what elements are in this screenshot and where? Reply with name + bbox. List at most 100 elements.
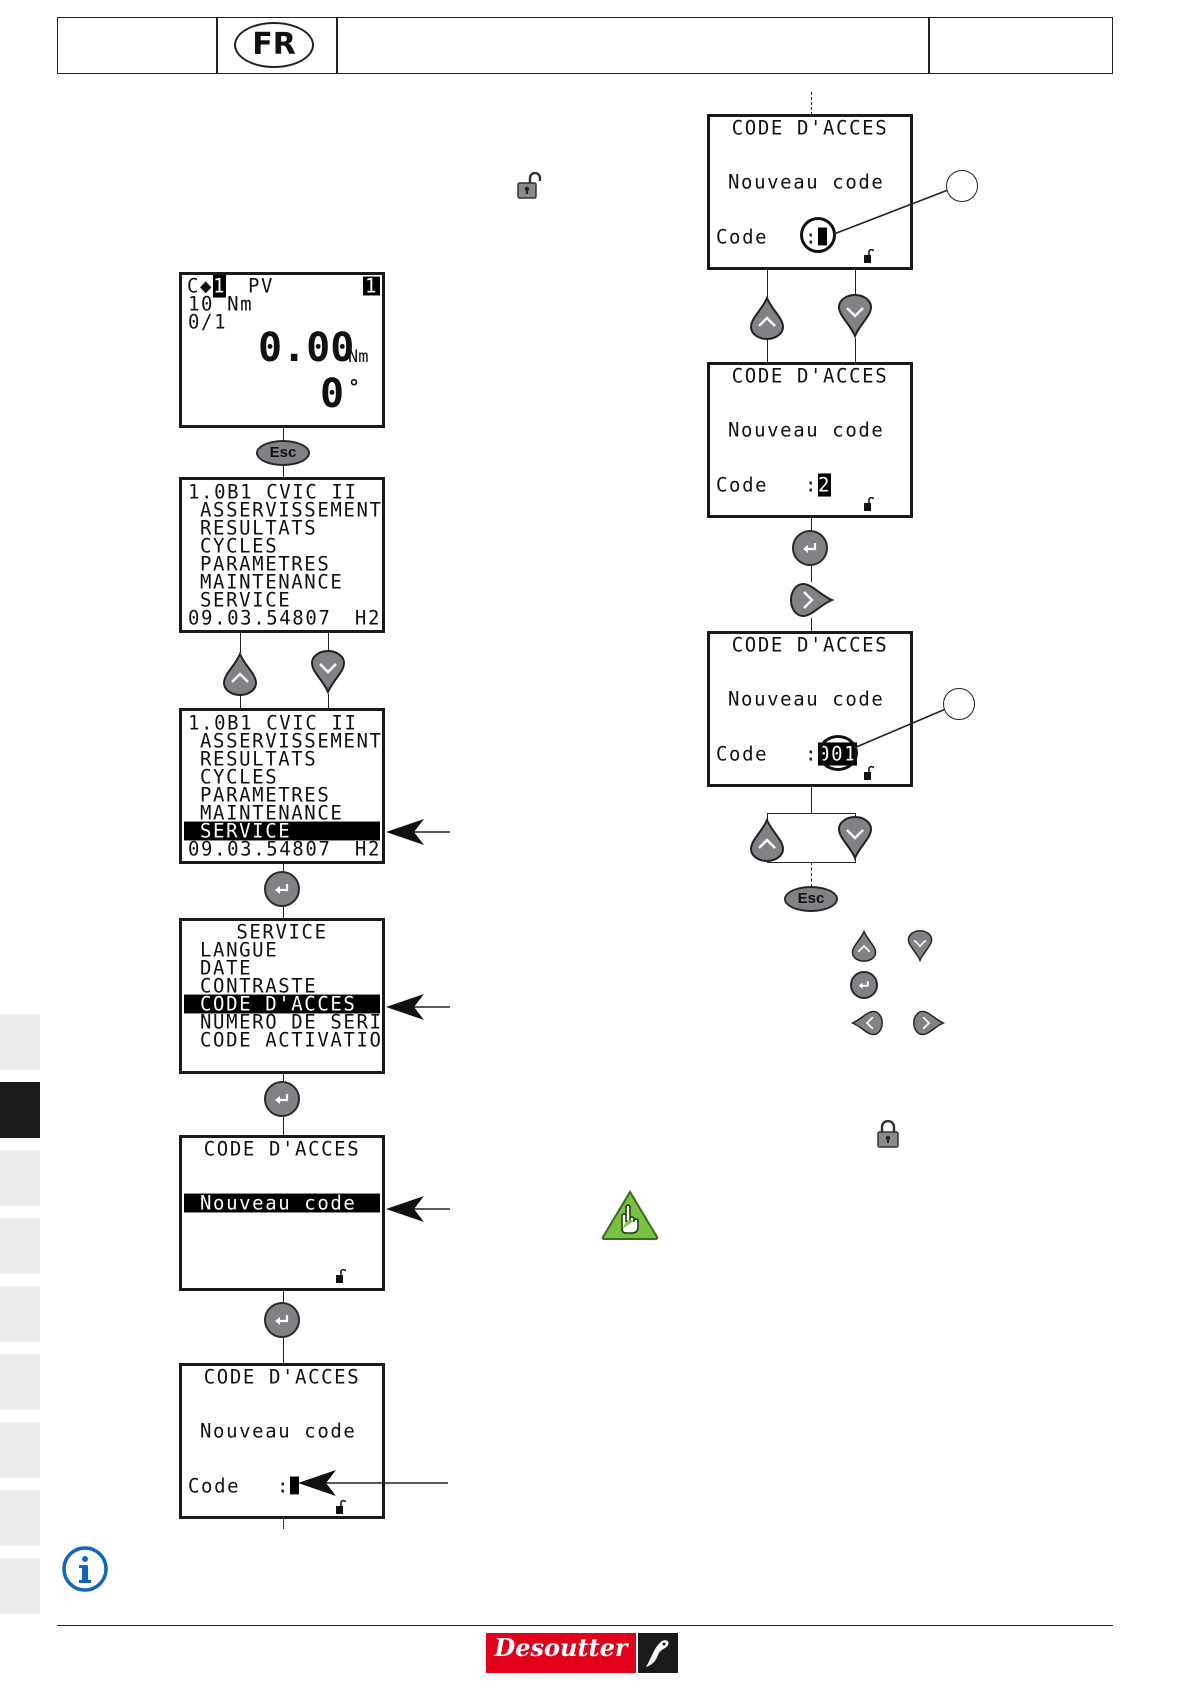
down-arrow-button[interactable]	[310, 650, 346, 694]
unlocked-padlock-icon	[336, 1268, 346, 1283]
angle-unit: °	[348, 375, 361, 399]
service-item-code-acces-selected: CODE D'ACCES	[184, 994, 380, 1014]
access-code-title: CODE D'ACCES	[203, 1137, 361, 1161]
down-arrow-button[interactable]	[837, 816, 873, 860]
sidebar-tab[interactable]	[0, 1490, 40, 1546]
connector	[283, 907, 284, 919]
connector-dashed	[811, 92, 812, 115]
info-icon	[62, 1546, 108, 1592]
menu-item-resultats: RESULTATS	[200, 747, 318, 771]
new-code-label: Nouveau code	[728, 170, 885, 194]
sidebar-tab-active[interactable]	[0, 1082, 40, 1138]
esc-button[interactable]: Esc	[256, 440, 310, 466]
menu-item-asservissement: ASSERVISSEMENT	[200, 498, 383, 522]
header-cell-3	[336, 17, 930, 74]
tip-hand-icon	[601, 1190, 659, 1240]
sidebar-tab[interactable]	[0, 1014, 40, 1070]
code-label: Code	[716, 742, 769, 766]
right-arrow-key-icon	[913, 1010, 945, 1036]
menu-header: 1.0B1 CVIC II	[188, 480, 358, 504]
code-colon: :	[805, 473, 819, 497]
program-number: 1	[213, 274, 227, 298]
display-main-screen: C◆1 PV 1 10 Nm 0/1 0.00 Nm 0 °	[179, 272, 385, 428]
main-menu-screen: 1.0B1 CVIC II ASSERVISSEMENT RESULTATS C…	[179, 477, 385, 633]
new-code-label: Nouveau code	[200, 1419, 357, 1443]
service-item-date: DATE	[200, 956, 253, 980]
code-colon: :	[277, 1474, 291, 1498]
code-entry-screen: CODE D'ACCES Nouveau code Code :	[179, 1363, 385, 1519]
up-arrow-button[interactable]	[749, 296, 785, 340]
menu-item-cycles: CYCLES	[200, 765, 279, 789]
highlight-ring	[818, 735, 858, 771]
code-entry-step2-screen: CODE D'ACCES Nouveau code Code :2	[707, 362, 913, 518]
cycle-count: 0/1	[188, 310, 228, 334]
code-label: Code	[188, 1474, 241, 1498]
spindle-number: 1	[362, 274, 380, 298]
sidebar-tab[interactable]	[0, 1286, 40, 1342]
access-code-title: CODE D'ACCES	[203, 1365, 361, 1389]
code-digit: 2	[818, 473, 832, 497]
pointer-arrow-icon	[386, 994, 450, 1020]
program-label: C◆	[187, 274, 214, 298]
angle-value: 0	[320, 371, 345, 417]
header-cell-4	[928, 17, 1113, 74]
menu-item-parametres: PARAMETRES	[200, 783, 331, 807]
menu-item-asservissement: ASSERVISSEMENT	[200, 729, 383, 753]
footer-code: H2	[354, 606, 381, 630]
connector	[811, 787, 812, 814]
sidebar-tab[interactable]	[0, 1558, 40, 1614]
connector	[283, 428, 284, 442]
up-arrow-button[interactable]	[222, 652, 258, 696]
connector	[283, 1338, 284, 1364]
header-cell-2	[216, 17, 338, 74]
left-arrow-key-icon	[851, 1010, 883, 1036]
menu-item-cycles: CYCLES	[200, 534, 279, 558]
footer-ref: 09.03.54807	[188, 837, 332, 861]
connector	[283, 466, 284, 478]
enter-button[interactable]	[792, 530, 828, 566]
footer-code: H2	[354, 837, 381, 861]
down-arrow-button[interactable]	[837, 294, 873, 338]
sidebar-tab[interactable]	[0, 1218, 40, 1274]
unlocked-padlock-icon	[517, 172, 542, 199]
down-arrow-key-icon	[907, 930, 933, 962]
main-menu-service-selected-screen: 1.0B1 CVIC II ASSERVISSEMENT RESULTATS C…	[179, 708, 385, 864]
header-cell-1	[57, 17, 218, 74]
enter-button[interactable]	[264, 1302, 300, 1338]
connector	[283, 864, 284, 872]
connector	[767, 813, 855, 814]
enter-button[interactable]	[264, 871, 300, 907]
menu-item-parametres: PARAMETRES	[200, 552, 331, 576]
esc-button[interactable]: Esc	[784, 886, 838, 912]
new-code-label: Nouveau code	[728, 687, 885, 711]
callout-leader	[853, 707, 949, 749]
up-arrow-button[interactable]	[749, 818, 785, 862]
sidebar-tab[interactable]	[0, 1150, 40, 1206]
code-cursor	[290, 1476, 300, 1495]
code-label: Code	[716, 225, 769, 249]
enter-button[interactable]	[264, 1081, 300, 1117]
connector	[283, 1291, 284, 1303]
right-arrow-button[interactable]	[790, 582, 834, 618]
service-menu-screen: SERVICE LANGUE DATE CONTRASTE CODE D'ACC…	[179, 918, 385, 1074]
brand-name: Desoutter	[494, 1633, 628, 1662]
service-item-numero-serie: NUMERO DE SERIE	[200, 1010, 385, 1034]
code-entry-step1-screen: CODE D'ACCES Nouveau code Code :	[707, 114, 913, 270]
sidebar-tab[interactable]	[0, 1422, 40, 1478]
sidebar-tab[interactable]	[0, 1354, 40, 1410]
connector	[811, 618, 812, 632]
menu-item-maintenance: MAINTENANCE	[200, 801, 344, 825]
connector	[855, 270, 856, 297]
menu-header: 1.0B1 CVIC II	[188, 711, 358, 735]
target-torque: 10 Nm	[188, 292, 254, 316]
language-badge: FR	[234, 22, 314, 68]
pointer-arrow-icon	[386, 1196, 450, 1222]
connector	[328, 694, 329, 709]
connector	[328, 633, 329, 653]
service-item-contraste: CONTRASTE	[200, 974, 318, 998]
desoutter-bird-emblem-icon	[638, 1633, 678, 1673]
service-item-langue: LANGUE	[200, 938, 279, 962]
unlocked-padlock-icon	[864, 765, 874, 780]
connector	[855, 338, 856, 363]
unlocked-padlock-icon	[864, 248, 874, 263]
